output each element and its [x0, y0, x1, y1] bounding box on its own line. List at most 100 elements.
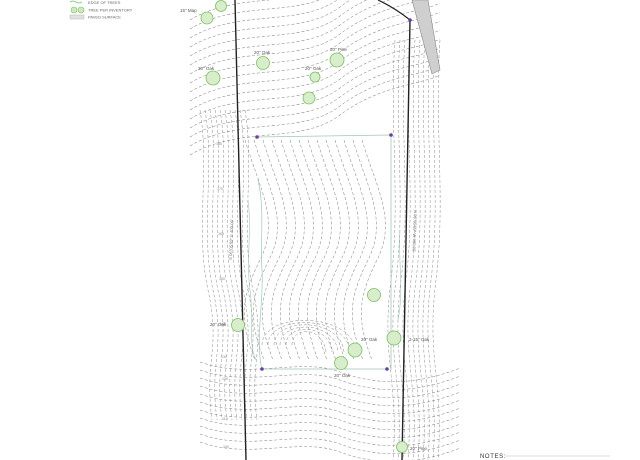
- tree-label: 20" Oak: [361, 337, 378, 342]
- tree-label: 20" Oak: [210, 322, 227, 327]
- tree-icon: [77, 6, 85, 14]
- tree-label: 20" Oak: [198, 66, 215, 71]
- tree-label: 20" Pine: [330, 47, 347, 52]
- tree-icon: [329, 52, 345, 68]
- tree: 15" Map: [180, 0, 227, 25]
- tree: 20" Oak 20" Oak: [198, 50, 271, 86]
- elevation-label: 180: [216, 142, 222, 146]
- elevation-label: 160: [218, 232, 224, 236]
- tree-icon: [215, 0, 227, 12]
- contour-line: [262, 139, 287, 361]
- tree-icon: [70, 6, 78, 14]
- contour-line: [189, 47, 441, 129]
- tree-label: 15" Map: [180, 8, 197, 13]
- road: [411, 0, 441, 75]
- tree-icon: [256, 56, 270, 70]
- contour-line: [204, 109, 219, 421]
- elevation-label: 120: [222, 377, 228, 381]
- trees: 15" Map 20" Oak 20" Oak 20" Pine 20" Oak…: [180, 0, 430, 453]
- contour-line: [417, 39, 426, 460]
- legend: EDGE OF TREES TREE PER INVENTORY PAVED S…: [69, 0, 133, 20]
- contour-line: [253, 139, 278, 361]
- elevation-label: 100: [223, 445, 229, 449]
- contour-line: [298, 139, 323, 361]
- tree-icon: [367, 288, 381, 302]
- contour-line: [199, 369, 461, 391]
- contour-line: [307, 139, 332, 361]
- contour-line: [334, 139, 359, 361]
- tree-label: 2-15" Oak: [409, 337, 430, 342]
- contour-line: [244, 139, 269, 361]
- contour-line: [199, 393, 461, 415]
- vertex-marker: [385, 367, 389, 371]
- elevation-label: 170: [217, 187, 223, 191]
- contour-line: [189, 2, 441, 84]
- contour-line: [361, 139, 386, 361]
- contour-line: [343, 139, 368, 361]
- contour-line: [280, 139, 305, 361]
- contour-line: [189, 0, 391, 66]
- legend-item-paved: PAVED SURFACE: [69, 14, 121, 20]
- property-line-east: [401, 19, 411, 460]
- contour-line: [427, 39, 436, 460]
- contour-line: [244, 109, 259, 421]
- setback-line: [256, 134, 392, 370]
- contour-line: [209, 109, 224, 421]
- contour-line: [199, 433, 461, 455]
- contour-line: [199, 385, 461, 407]
- legend-label: TREE PER INVENTORY: [88, 8, 133, 13]
- tree-label: 20" Oak: [305, 66, 322, 71]
- contour-line: [189, 0, 338, 39]
- contour-line: [189, 56, 441, 138]
- contour-line: [392, 39, 401, 460]
- tree: 20" Oak: [210, 288, 381, 332]
- legend-label: PAVED SURFACE: [88, 15, 121, 20]
- contour-line: [189, 0, 424, 75]
- tree-icon: [302, 91, 316, 105]
- contour-line: [279, 326, 339, 353]
- contour-line: [189, 29, 441, 111]
- notes-block: NOTES:: [480, 454, 610, 460]
- stream-line: [247, 199, 257, 361]
- tree: 20" Pine 20" Oak: [302, 47, 347, 105]
- contour-line: [199, 361, 461, 383]
- contour-line: [422, 39, 431, 460]
- elevation-label: 150: [219, 277, 225, 281]
- tree-icon: [396, 441, 408, 453]
- elevation-label: 140: [220, 322, 226, 326]
- contour-line: [271, 139, 296, 361]
- contour-line: [224, 109, 239, 421]
- contour-line: [289, 139, 314, 361]
- elevation-label: 110: [222, 417, 228, 421]
- contour-line: [189, 38, 441, 120]
- vertex-marker: [408, 18, 412, 22]
- contour-line: [239, 109, 254, 421]
- tree-icon: [231, 318, 245, 332]
- contour-line: [285, 329, 333, 353]
- paved-swatch-icon: [69, 14, 85, 20]
- contour-line: [199, 109, 214, 421]
- contour-line: [229, 109, 244, 421]
- contour-line: [267, 322, 351, 353]
- contour-line: [199, 425, 461, 447]
- contour-line: [325, 139, 350, 361]
- legend-label: EDGE OF TREES: [88, 0, 121, 5]
- tree-icon: [334, 356, 348, 370]
- contour-line: [199, 377, 461, 399]
- vertex-marker: [389, 133, 393, 137]
- vertex-marker: [260, 367, 264, 371]
- envelope-vertices: [255, 18, 412, 371]
- legend-item-tree-edge: EDGE OF TREES: [69, 0, 121, 5]
- tree-label: 20" Oak: [334, 373, 351, 378]
- tree-icon: [347, 342, 363, 358]
- tree: 20" Oak 2-15" Oak 20" Oak: [334, 330, 430, 378]
- elevation-labels: 180 170 160 150 140 130 120 110 100: [216, 142, 229, 449]
- contour-line: [387, 39, 396, 460]
- notes-title: NOTES:: [480, 454, 506, 460]
- contour-line: [189, 0, 368, 57]
- contour-line: [189, 0, 351, 48]
- tree-edge-icon: [69, 0, 83, 4]
- contour-line: [199, 417, 461, 439]
- legend-item-tree: TREE PER INVENTORY: [70, 6, 133, 14]
